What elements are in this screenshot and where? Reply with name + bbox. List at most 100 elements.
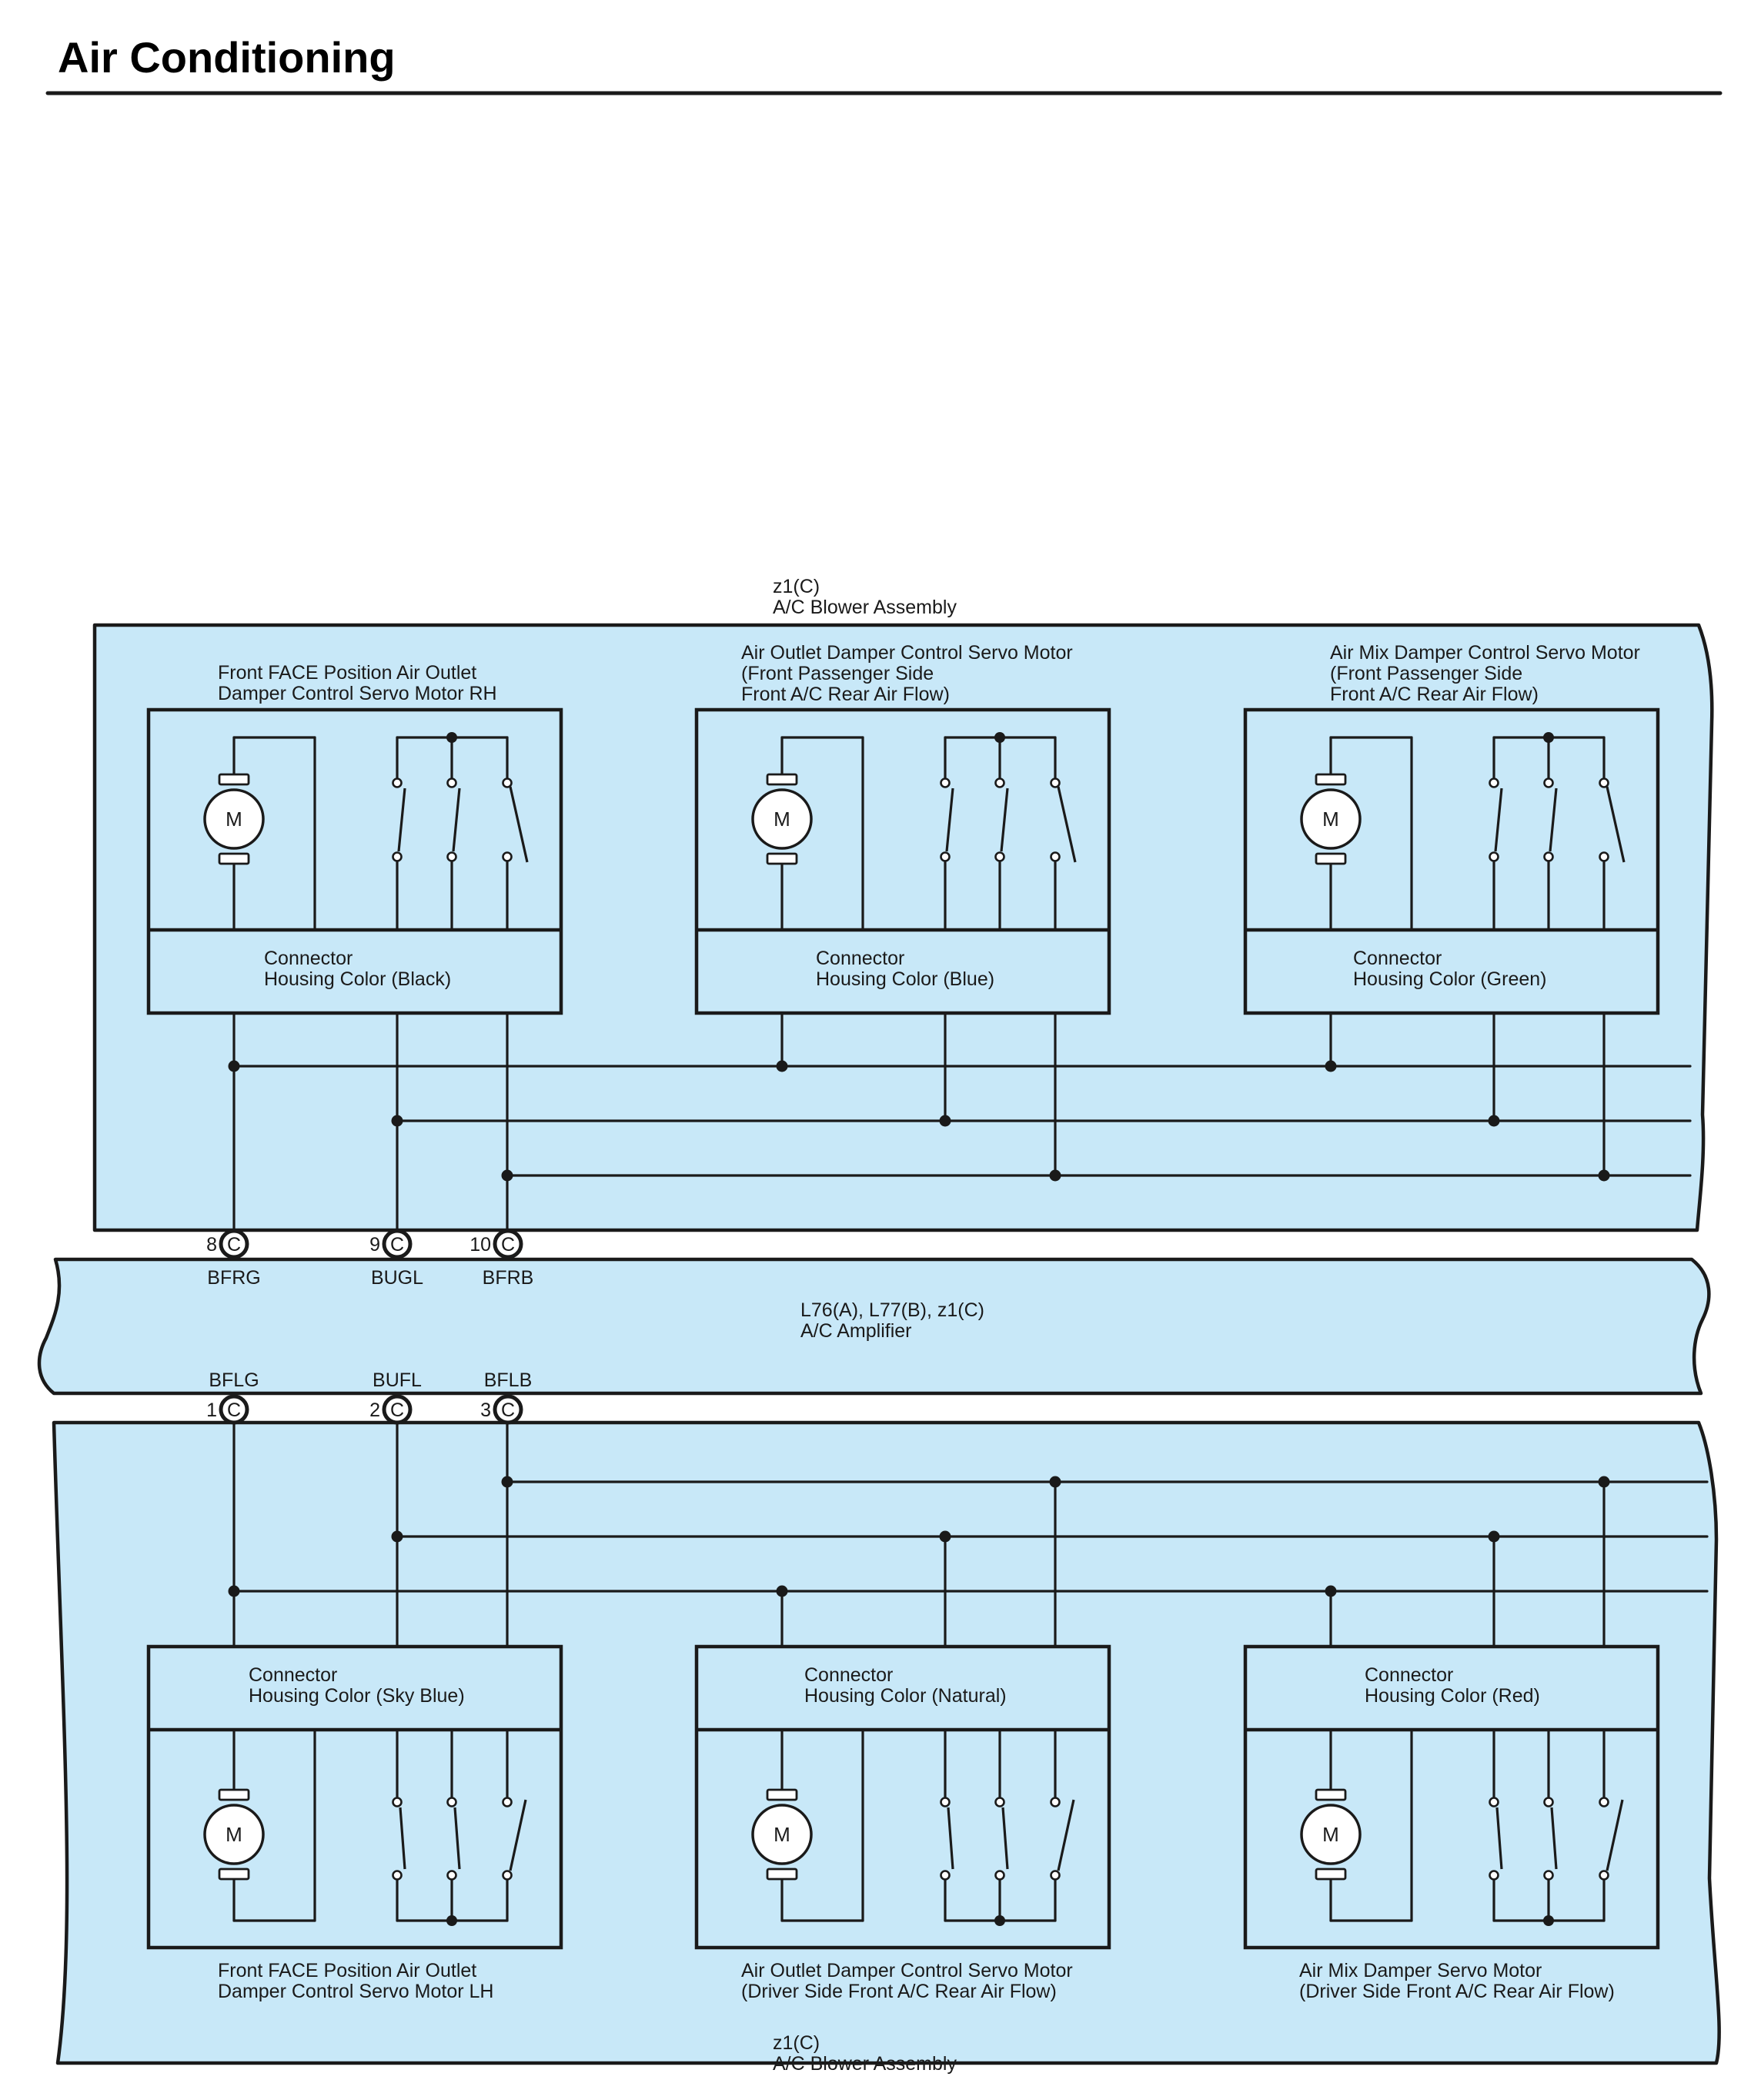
motor-icon: [203, 1804, 265, 1865]
pin-number: 3: [480, 1399, 491, 1421]
motor-brush: [1315, 773, 1347, 786]
junction-dot: [776, 1585, 788, 1597]
pin-number: 2: [369, 1399, 380, 1421]
pin-letter: C: [501, 1234, 515, 1256]
servo-motor-title: Air Outlet Damper Control Servo Motor: [741, 642, 1073, 664]
switch-blade: [1057, 786, 1077, 863]
motor-icon: [751, 788, 813, 850]
servo-motor-title: (Front Passenger Side: [741, 663, 934, 684]
switch-contact: [392, 1870, 403, 1881]
switch-blade: [945, 788, 954, 852]
switch-contact: [392, 1797, 403, 1807]
switch-contact: [1543, 851, 1554, 862]
junction-dot: [391, 1115, 403, 1127]
junction-dot: [1488, 1115, 1500, 1127]
motor-brush: [218, 1788, 250, 1801]
switch-blade: [1549, 788, 1558, 852]
servo-motor-body: [694, 1644, 1111, 1950]
motor-icon: [1300, 1804, 1362, 1865]
servo-motor-title: Damper Control Servo Motor RH: [218, 683, 497, 704]
motor-symbol: M: [226, 1823, 242, 1846]
junction-dot: [1325, 1060, 1337, 1072]
servo-motor-body: [1243, 1644, 1660, 1950]
switch-blade: [1000, 788, 1009, 852]
motor-icon: [1300, 788, 1362, 850]
amplifier-name: A/C Amplifier: [800, 1320, 911, 1342]
connector-housing-color: Housing Color (Sky Blue): [249, 1685, 465, 1707]
pin-circle: [493, 1394, 523, 1425]
motor-symbol: M: [774, 808, 790, 831]
switch-blade: [1495, 1807, 1503, 1870]
motor-brush: [1315, 1868, 1347, 1881]
servo-motor-title: (Driver Side Front A/C Rear Air Flow): [741, 1981, 1057, 2002]
switch-contact: [1489, 1870, 1499, 1881]
motor-icon: [203, 788, 265, 850]
switch-blade: [1001, 1807, 1009, 1870]
upper-assembly-code: z1(C): [773, 576, 820, 597]
servo-motor-body: [146, 707, 563, 1015]
connector-label: Connector: [264, 948, 353, 969]
motor-brush: [1315, 852, 1347, 865]
junction-dot: [1598, 1476, 1610, 1488]
pin-letter: C: [227, 1399, 241, 1421]
upper-assembly-name: A/C Blower Assembly: [773, 597, 957, 618]
junction-dot: [501, 1476, 513, 1488]
junction-dot: [776, 1060, 788, 1072]
junction-dot: [1598, 1169, 1610, 1182]
switch-contact: [446, 1870, 457, 1881]
connector-label: Connector: [816, 948, 904, 969]
switch-blade: [399, 1807, 406, 1870]
amplifier-code: L76(A), L77(B), z1(C): [800, 1299, 984, 1321]
switch-contact: [1599, 851, 1609, 862]
switch-blade: [397, 788, 406, 852]
motor-brush: [218, 773, 250, 786]
junction-dot: [1488, 1530, 1500, 1543]
servo-motor-title: Damper Control Servo Motor LH: [218, 1981, 493, 2002]
switch-contact: [1543, 1797, 1554, 1807]
junction-dot: [939, 1530, 951, 1543]
servo-motor-title: Front FACE Position Air Outlet: [218, 1960, 476, 1981]
pin-letter: C: [390, 1234, 404, 1256]
switch-blade: [509, 1799, 527, 1871]
switch-contact: [502, 777, 513, 788]
switch-contact: [940, 851, 951, 862]
switch-contact: [446, 1797, 457, 1807]
servo-motor-title: Air Mix Damper Servo Motor: [1299, 1960, 1542, 1981]
connector-housing-color: Housing Color (Red): [1365, 1685, 1540, 1707]
pin-circle: [382, 1229, 413, 1259]
page-title: Air Conditioning: [58, 33, 396, 82]
switch-contact: [1489, 851, 1499, 862]
servo-motor-body: [146, 1644, 563, 1950]
switch-blade: [1550, 1807, 1558, 1870]
servo-motor-title: (Driver Side Front A/C Rear Air Flow): [1299, 1981, 1615, 2002]
switch-contact: [1543, 1870, 1554, 1881]
switch-contact: [392, 777, 403, 788]
servo-motor-body: [1243, 707, 1660, 1015]
pin-signal: BUFL: [373, 1369, 422, 1391]
servo-motor-title: (Front Passenger Side: [1330, 663, 1522, 684]
switch-contact: [502, 851, 513, 862]
switch-contact: [1050, 777, 1061, 788]
motor-brush: [766, 1868, 798, 1881]
switch-contact: [994, 1797, 1005, 1807]
switch-contact: [1489, 777, 1499, 788]
switch-contact: [446, 851, 457, 862]
motor-brush: [766, 852, 798, 865]
lower-assembly-name: A/C Blower Assembly: [773, 2053, 957, 2075]
switch-contact: [1050, 1797, 1061, 1807]
ac-amplifier-outline: [37, 1257, 1711, 1396]
pin-signal: BFLB: [484, 1369, 533, 1391]
motor-brush: [766, 773, 798, 786]
switch-contact: [502, 1870, 513, 1881]
motor-symbol: M: [226, 808, 242, 831]
junction-dot: [501, 1169, 513, 1182]
junction-dot: [228, 1060, 240, 1072]
pin-circle: [219, 1229, 249, 1259]
switch-contact: [940, 1870, 951, 1881]
